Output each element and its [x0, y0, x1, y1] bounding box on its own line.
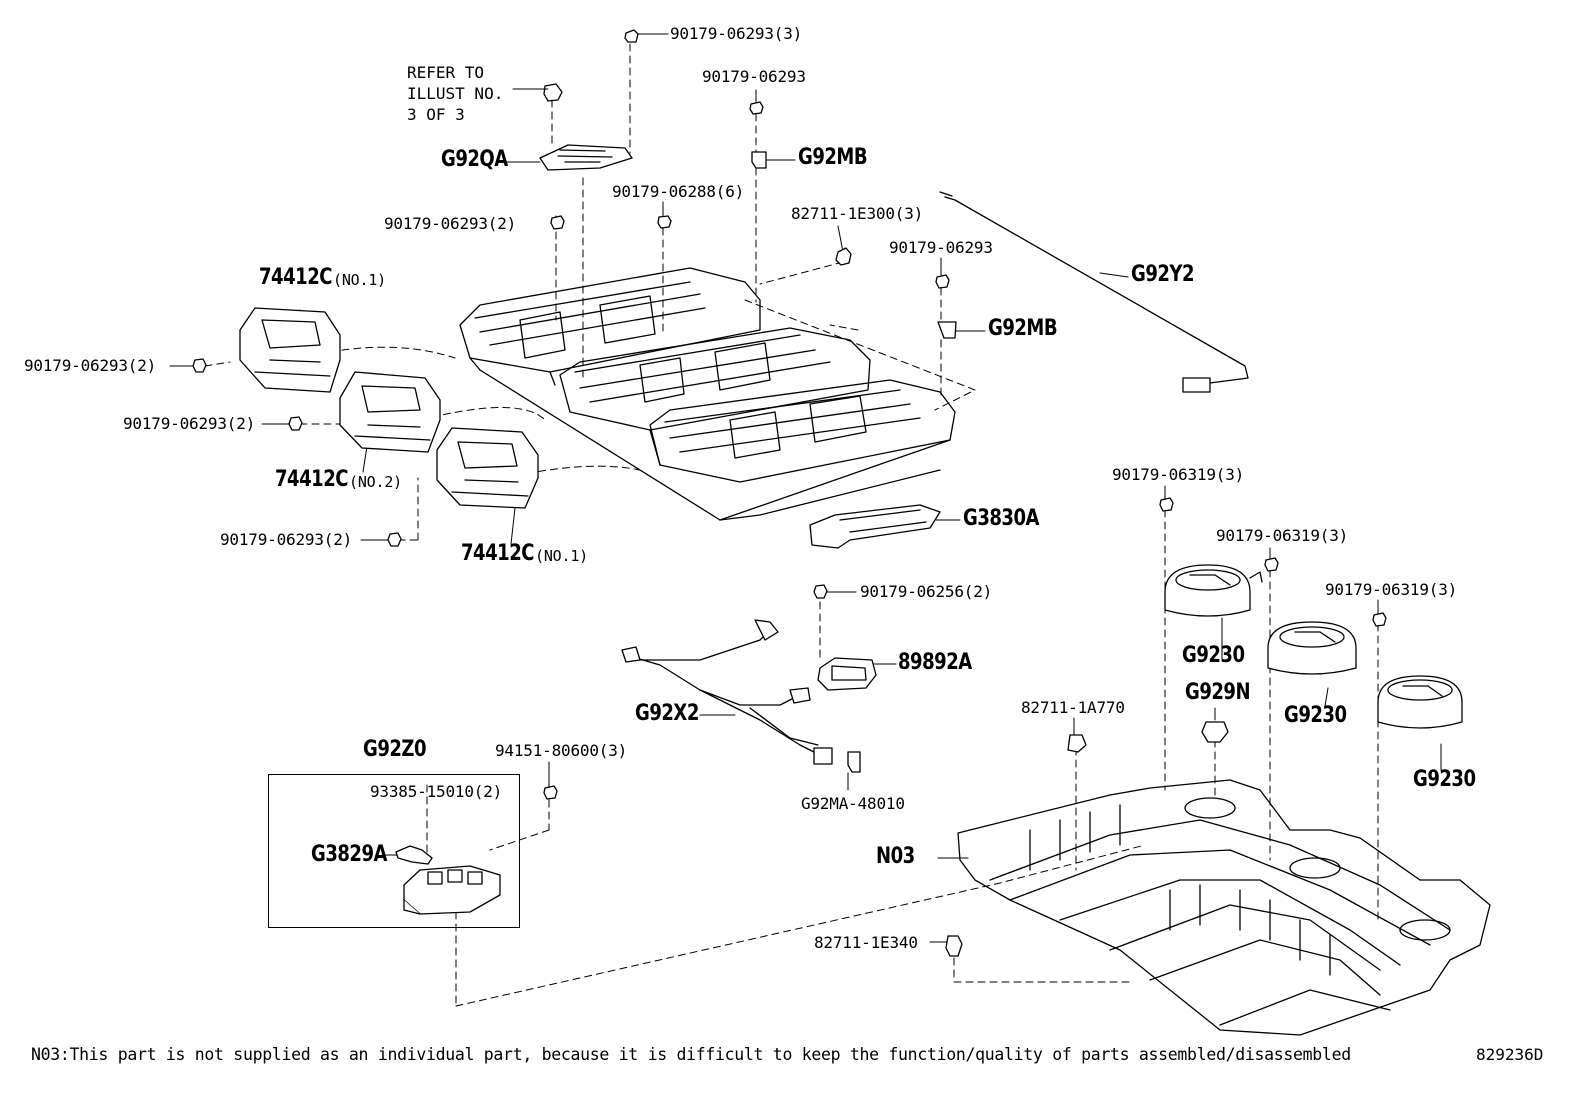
- label-g92ma-48010: G92MA-48010: [801, 794, 905, 813]
- label-90179-06319-3-b: 90179-06319(3): [1216, 526, 1349, 545]
- label-74412c-no2[interactable]: 74412C: [275, 467, 349, 492]
- g9230-blowers: [1164, 564, 1463, 729]
- label-74412c-no1-top-sub: (NO.1): [333, 271, 386, 289]
- label-g3829a[interactable]: G3829A: [311, 842, 388, 867]
- label-90179-06293-2-left1: 90179-06293(2): [24, 356, 157, 375]
- g92mb-brackets: [751, 151, 957, 339]
- 89892a-module: [817, 657, 877, 691]
- g3829a-bracket: [395, 845, 433, 865]
- reference-note-line1: REFER TO: [407, 63, 485, 82]
- illustration-id: 829236D: [1476, 1045, 1544, 1064]
- label-g92y2[interactable]: G92Y2: [1131, 262, 1195, 287]
- label-90179-06293-2-left3: 90179-06293(2): [220, 530, 353, 549]
- label-74412c-no1-bot-sub: (NO.1): [535, 547, 588, 565]
- label-90179-06293-mid: 90179-06293: [889, 238, 993, 257]
- label-g92qa[interactable]: G92QA: [441, 147, 508, 172]
- label-82711-1e340: 82711-1E340: [814, 933, 918, 952]
- label-90179-06319-3-a: 90179-06319(3): [1112, 465, 1245, 484]
- label-90179-06256-2: 90179-06256(2): [860, 582, 993, 601]
- label-74412c-no1-top[interactable]: 74412C: [259, 265, 333, 290]
- n03-tray: [957, 779, 1491, 1036]
- label-82711-1e300-3: 82711-1E300(3): [791, 204, 924, 223]
- label-n03[interactable]: N03: [876, 844, 915, 869]
- label-82711-1a770: 82711-1A770: [1021, 698, 1125, 717]
- label-g92mb-top[interactable]: G92MB: [798, 145, 868, 170]
- nut-icons: [192, 29, 1387, 957]
- label-90179-06293-3: 90179-06293(3): [670, 24, 803, 43]
- label-g929n[interactable]: G929N: [1185, 680, 1251, 705]
- battery-assembly: [459, 267, 956, 521]
- label-g92z0[interactable]: G92Z0: [363, 737, 427, 762]
- label-93385-15010-2: 93385-15010(2): [370, 782, 503, 801]
- g92x2-harness: [621, 619, 833, 765]
- label-g9230-c[interactable]: G9230: [1413, 767, 1476, 792]
- label-89892a[interactable]: 89892A: [898, 650, 972, 675]
- label-74412c-no1-bot[interactable]: 74412C: [461, 541, 535, 566]
- g92y2-cable: [939, 191, 1249, 393]
- label-g92x2[interactable]: G92X2: [635, 701, 699, 726]
- label-90179-06293-top: 90179-06293: [702, 67, 806, 86]
- label-g9230-b[interactable]: G9230: [1284, 703, 1347, 728]
- label-90179-06293-2-left2: 90179-06293(2): [123, 414, 256, 433]
- label-g9230-a[interactable]: G9230: [1182, 643, 1245, 668]
- label-90179-06293-2-top: 90179-06293(2): [384, 214, 517, 233]
- label-94151-80600-3: 94151-80600(3): [495, 741, 628, 760]
- g92z0-relay-block: [403, 865, 501, 915]
- footer-note: N03:This part is not supplied as an indi…: [31, 1045, 1351, 1064]
- reference-note: REFER TO ILLUST NO. 3 OF 3: [407, 62, 503, 125]
- label-90179-06288-6: 90179-06288(6): [612, 182, 745, 201]
- g92ma-bracket: [847, 751, 861, 773]
- label-g3830a[interactable]: G3830A: [963, 506, 1040, 531]
- reference-note-line3: 3 OF 3: [407, 105, 465, 124]
- label-90179-06319-3-c: 90179-06319(3): [1325, 580, 1458, 599]
- g3830a-part: [809, 504, 941, 549]
- cover-modules: [239, 307, 539, 509]
- g92qa-plate: [539, 83, 633, 171]
- g92z0-group-box: [268, 774, 520, 928]
- reference-note-line2: ILLUST NO.: [407, 84, 504, 103]
- label-g92mb-mid[interactable]: G92MB: [988, 316, 1058, 341]
- label-74412c-no2-sub: (NO.2): [349, 473, 402, 491]
